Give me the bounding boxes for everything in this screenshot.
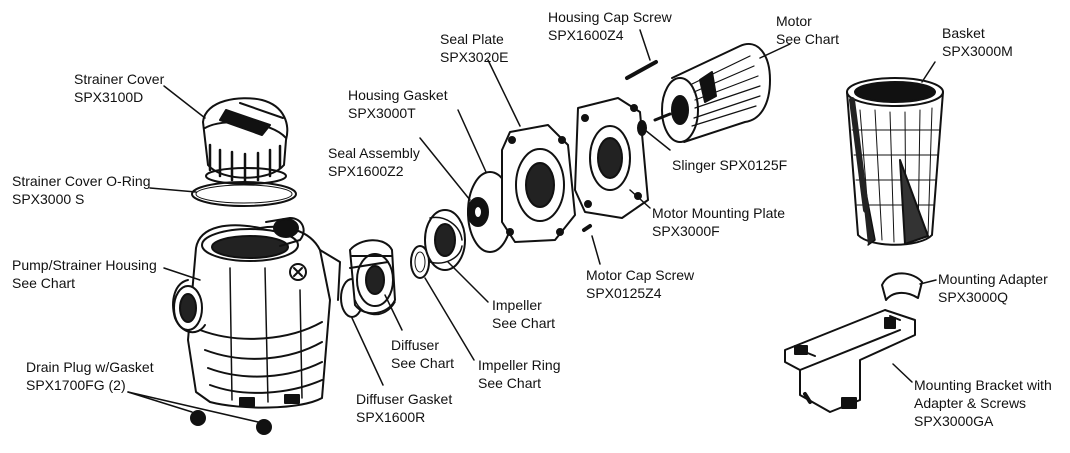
part-name-line2: Adapter & Screws xyxy=(914,395,1027,411)
label-mounting-bracket: Mounting Bracket with Adapter & Screws S… xyxy=(914,376,1052,430)
label-slinger: Slinger SPX0125F xyxy=(672,156,787,174)
label-strainer-cover: Strainer Cover SPX3100D xyxy=(74,70,164,106)
motor-drawing xyxy=(653,43,771,143)
part-code: SPX3000F xyxy=(652,223,720,239)
part-name: Mounting Bracket with xyxy=(914,377,1052,393)
part-name: Housing Cap Screw xyxy=(548,9,672,25)
part-name: Pump/Strainer Housing xyxy=(12,257,157,273)
slinger-drawing xyxy=(637,120,647,136)
label-impeller-ring: Impeller Ring See Chart xyxy=(478,356,560,392)
label-pump-strainer-housing: Pump/Strainer Housing See Chart xyxy=(12,256,157,292)
part-name: Slinger SPX0125F xyxy=(672,157,788,173)
diffuser-drawing xyxy=(349,239,396,316)
part-name: Motor Mounting Plate xyxy=(652,205,786,221)
part-code: SPX3000M xyxy=(942,43,1013,59)
part-code: See Chart xyxy=(492,315,556,331)
part-name: Impeller Ring xyxy=(478,357,561,373)
part-code: See Chart xyxy=(478,375,542,391)
label-mounting-adapter: Mounting Adapter SPX3000Q xyxy=(938,270,1048,306)
label-seal-assembly: Seal Assembly SPX1600Z2 xyxy=(328,144,420,180)
part-name: Housing Gasket xyxy=(348,87,448,103)
part-name: Motor xyxy=(776,13,812,29)
part-code: SPX1600Z2 xyxy=(328,163,404,179)
label-motor-mounting-plate: Motor Mounting Plate SPX3000F xyxy=(652,204,785,240)
seal-plate-drawing xyxy=(501,124,576,243)
part-code: SPX3000 S xyxy=(12,191,85,207)
part-code: SPX3000GA xyxy=(914,413,994,429)
label-housing-gasket: Housing Gasket SPX3000T xyxy=(348,86,448,122)
drain-plug-drawing xyxy=(190,410,272,435)
mounting-adapter-drawing xyxy=(881,272,923,301)
part-name: Drain Plug w/Gasket xyxy=(26,359,154,375)
seal-assembly-drawing xyxy=(467,197,489,227)
label-diffuser: Diffuser See Chart xyxy=(391,336,454,372)
label-drain-plug: Drain Plug w/Gasket SPX1700FG (2) xyxy=(26,358,154,394)
impeller-drawing xyxy=(424,209,466,271)
part-name: Strainer Cover O-Ring xyxy=(12,173,151,189)
part-name: Diffuser xyxy=(391,337,439,353)
part-code: See Chart xyxy=(12,275,76,291)
part-code: SPX0125Z4 xyxy=(586,285,662,301)
part-name: Strainer Cover xyxy=(74,71,165,87)
strainer-cover-drawing xyxy=(202,97,289,185)
label-impeller: Impeller See Chart xyxy=(492,296,555,332)
part-name: Diffuser Gasket xyxy=(356,391,453,407)
impeller-ring-drawing xyxy=(410,245,430,279)
label-basket: Basket SPX3000M xyxy=(942,24,1013,60)
mounting-bracket-drawing xyxy=(784,309,916,413)
part-name: Motor Cap Screw xyxy=(586,267,695,283)
motor-cap-screw-drawing xyxy=(582,224,592,232)
part-code: SPX1700FG (2) xyxy=(26,377,126,393)
part-code: SPX1600R xyxy=(356,409,426,425)
part-code: See Chart xyxy=(776,31,840,47)
label-motor-cap-screw: Motor Cap Screw SPX0125Z4 xyxy=(586,266,694,302)
pump-housing-drawing xyxy=(172,217,341,409)
basket-drawing xyxy=(846,77,944,246)
label-diffuser-gasket: Diffuser Gasket SPX1600R xyxy=(356,390,452,426)
part-name: Mounting Adapter xyxy=(938,271,1048,287)
motor-mounting-plate-drawing xyxy=(574,97,649,219)
part-name: Basket xyxy=(942,25,985,41)
o-ring-drawing xyxy=(191,181,297,207)
part-code: SPX1600Z4 xyxy=(548,27,624,43)
housing-cap-screw-drawing xyxy=(625,60,658,80)
part-name: Seal Plate xyxy=(440,31,504,47)
part-code: SPX3000T xyxy=(348,105,416,121)
part-code: SPX3020E xyxy=(440,49,509,65)
part-code: SPX3000Q xyxy=(938,289,1009,305)
label-housing-cap-screw: Housing Cap Screw SPX1600Z4 xyxy=(548,8,672,44)
part-code: SPX3100D xyxy=(74,89,144,105)
label-motor: Motor See Chart xyxy=(776,12,839,48)
label-strainer-cover-o-ring: Strainer Cover O-Ring SPX3000 S xyxy=(12,172,151,208)
leader-lines xyxy=(127,29,937,423)
part-name: Impeller xyxy=(492,297,542,313)
part-name: Seal Assembly xyxy=(328,145,420,161)
label-seal-plate: Seal Plate SPX3020E xyxy=(440,30,509,66)
part-code: See Chart xyxy=(391,355,455,371)
